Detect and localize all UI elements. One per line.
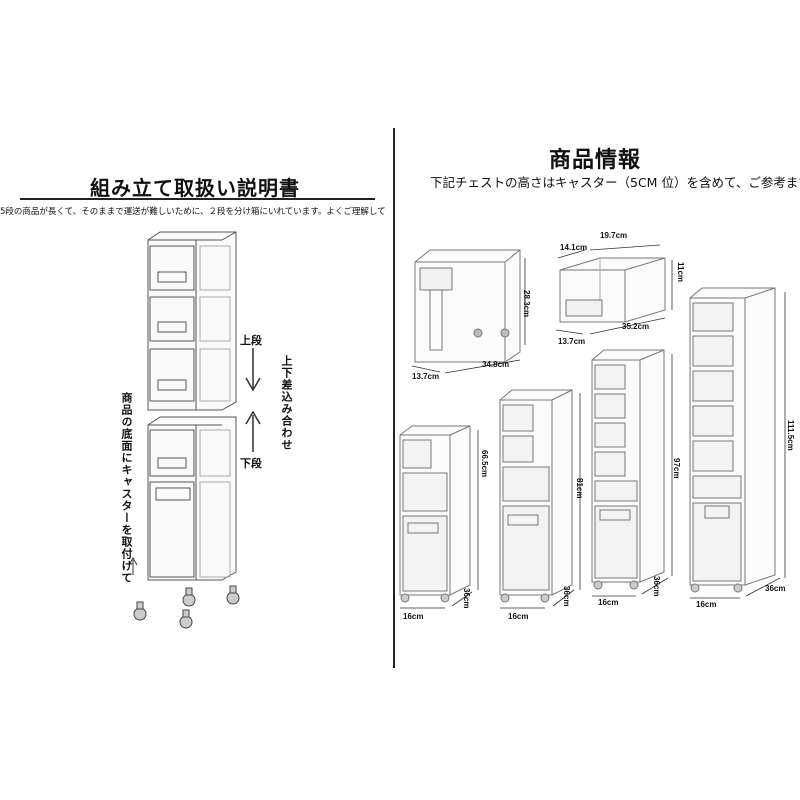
down-arrow [245,348,261,392]
assembly-note: 5段の商品が長くて、そのままで運送が難しいために、２段を分け箱にいれています。よ… [0,207,385,217]
tower-7-tier-illustration [689,287,776,593]
tower-4-dimension-lines [400,430,479,609]
box-1-depth: 34.8cm [482,360,510,369]
lower-section-illustration [147,416,237,581]
tower-5-width: 16cm [508,612,529,621]
lower-section-label: 下段 [240,457,262,470]
tower-4-width: 16cm [403,612,424,621]
center-divider [393,128,395,668]
title-underline [20,198,375,200]
tower-6-height: 97cm [672,458,681,479]
insert-join-label: 上下差込み合わせ [280,355,293,451]
upper-section-label: 上段 [240,334,262,347]
tower-6-dimension-lines [592,354,673,597]
drawer-box-1-illustration [414,249,521,363]
box-2-width: 13.7cm [558,337,586,346]
tower-7-width: 16cm [696,600,717,609]
drawer-box-2-illustration [559,257,666,323]
tower-5-dimension-lines [500,393,581,609]
tower-5-depth: 36cm [562,586,571,607]
product-info-note: 下記チェストの高さはキャスター（5CM 位）を含めて、ご参考まで [430,175,800,190]
up-arrow [245,410,261,452]
tower-7-depth: 36cm [765,584,786,593]
box-2-height: 11cm [676,262,685,283]
caster-instruction-label: 商品の底面にキャスターを取付けて [120,392,133,584]
box-1-width: 13.7cm [412,372,440,381]
product-info-title: 商品情報 [548,148,641,173]
tower-6-width: 16cm [598,598,619,607]
tower-6-depth: 36cm [652,576,661,597]
box-2-side-a: 14.1cm [560,243,588,252]
assembly-title: 組み立て取扱い説明書 [90,176,300,200]
box-2-depth: 35.2cm [622,322,650,331]
tower-7-dimension-lines [690,292,786,599]
box-1-height: 28.3cm [522,290,531,318]
caster-up-arrow [128,556,138,575]
box-1-dimension-lines [411,258,526,374]
upper-section-illustration [147,231,237,411]
tower-6-tier-illustration [591,349,665,590]
box-2-side-b: 19.7cm [600,231,628,240]
tower-4-height: 66.5cm [480,450,489,478]
tower-7-height: 111.5cm [786,420,795,451]
tower-4-depth: 36cm [462,588,471,609]
tower-5-tier-illustration [499,389,573,603]
caster-wheels [133,585,240,629]
box-2-dimension-lines [555,244,673,335]
tower-4-tier-illustration [399,425,471,603]
tower-5-height: 81cm [575,478,584,499]
